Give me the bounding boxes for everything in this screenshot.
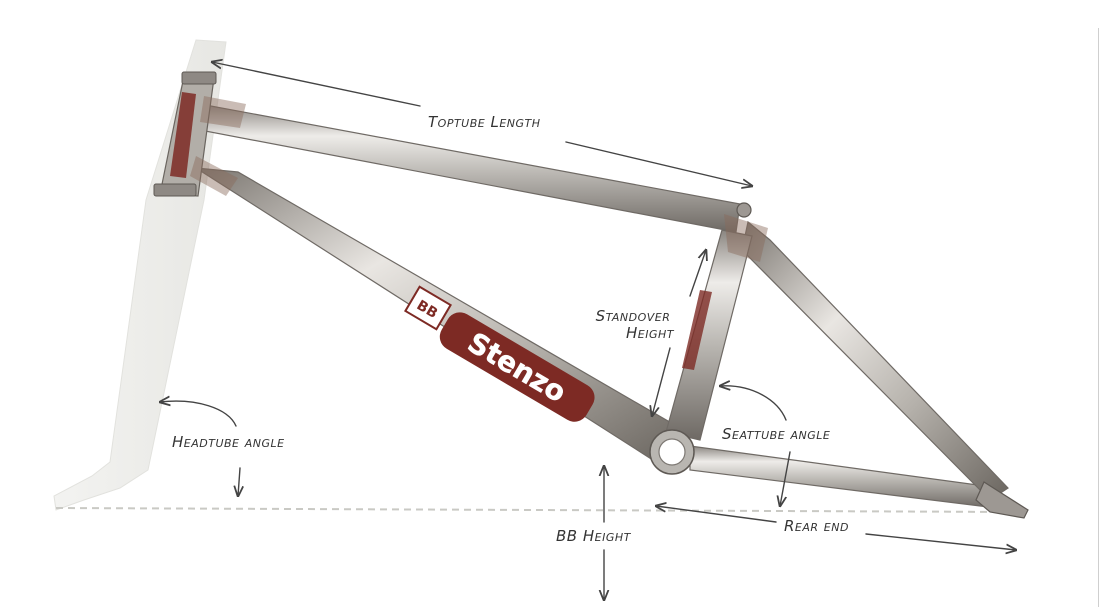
rear-end-arrow-right — [865, 533, 1016, 550]
head-tube-decal — [170, 92, 196, 178]
standover-height-label-line1: Standover — [595, 307, 671, 325]
standover-arrow-up — [689, 250, 706, 297]
seattube-angle-label: Seattube angle — [722, 425, 831, 443]
rear-end-label: Rear end — [784, 517, 849, 535]
seat-tube — [665, 229, 753, 441]
weld-heat-downtube — [190, 156, 238, 196]
weld-heat-seatcluster — [724, 214, 768, 262]
bb-height-label: BB Height — [556, 527, 631, 545]
toptube-length-arrow-right — [565, 141, 752, 186]
bottom-bracket-bore — [658, 438, 686, 466]
downtube-badge: BB — [404, 285, 452, 331]
toptube-length-label: Toptube Length — [428, 113, 541, 131]
seattube-angle-down — [780, 451, 791, 506]
seattube-angle-arc — [720, 386, 787, 421]
rear-dropout — [975, 481, 1029, 519]
rear-end-arrow-left — [656, 506, 777, 523]
head-tube-bottom-cup — [153, 183, 197, 197]
toptube-length-arrow-left — [212, 62, 421, 107]
seat-tube-decal — [682, 290, 712, 370]
headtube-angle-arc — [160, 401, 237, 427]
ground-line — [55, 507, 1021, 513]
annotations — [160, 62, 1016, 600]
headtube-angle-down — [238, 467, 240, 496]
standover-height-label-line2: Height — [626, 324, 674, 343]
bike-frame: Stenzo BB — [153, 71, 1029, 519]
standover-arrow-down — [652, 347, 671, 416]
head-tube-top-cup — [181, 71, 217, 85]
headtube-angle-label: Headtube angle — [172, 433, 285, 451]
right-edge-divider — [1098, 28, 1099, 607]
standover-height-label: Standover Height — [592, 307, 674, 343]
seat-clamp — [736, 202, 752, 218]
weld-heat-toptube — [200, 96, 246, 128]
